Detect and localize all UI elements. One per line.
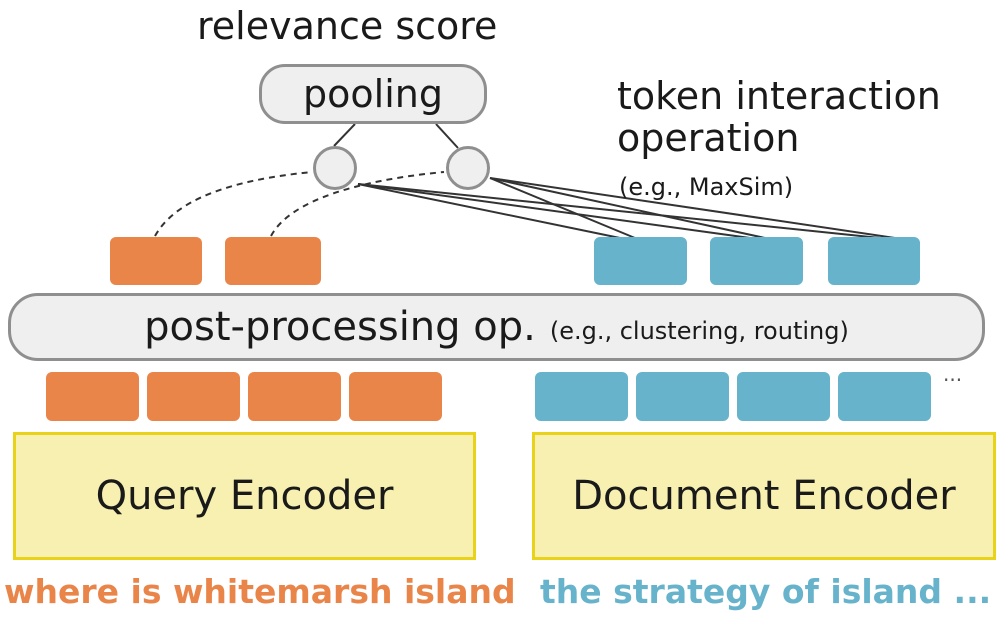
document-token — [838, 372, 931, 421]
query-link-1 — [154, 171, 313, 237]
document-output-token — [594, 237, 687, 285]
interaction-title-line2: operation — [617, 116, 800, 160]
document-output-token — [828, 237, 920, 285]
document-token — [737, 372, 830, 421]
pooling-label: pooling — [303, 72, 443, 116]
interaction-node-left — [313, 146, 357, 190]
query-token — [147, 372, 240, 421]
doc-link-r1 — [489, 177, 636, 239]
post-processing-node: post-processing op. (e.g., clustering, r… — [8, 293, 985, 361]
query-encoder-label: Query Encoder — [95, 473, 394, 519]
interaction-title-line1: token interaction — [617, 74, 941, 118]
interaction-node-right — [446, 146, 490, 190]
doc-link-l1 — [357, 183, 621, 239]
document-text: the strategy of island ... — [540, 572, 992, 611]
doc-link-r2 — [489, 177, 766, 239]
pool-to-node-left — [333, 123, 356, 147]
document-token — [535, 372, 628, 421]
query-output-token — [225, 237, 321, 285]
doc-link-l3 — [357, 183, 881, 239]
query-token — [248, 372, 341, 421]
pool-to-node-right — [435, 123, 459, 149]
query-encoder: Query Encoder — [13, 432, 476, 560]
relevance-score-label: relevance score — [197, 4, 498, 48]
query-text: where is whitemarsh island — [4, 572, 516, 611]
query-link-2 — [270, 171, 445, 237]
query-token — [46, 372, 139, 421]
query-token — [349, 372, 442, 421]
document-token — [636, 372, 729, 421]
interaction-example: (e.g., MaxSim) — [619, 173, 794, 201]
document-encoder-label: Document Encoder — [572, 473, 956, 519]
doc-link-r3 — [489, 177, 896, 239]
post-processing-label: post-processing op. — [144, 304, 536, 350]
ellipsis-marker: ... — [943, 362, 963, 386]
pooling-node: pooling — [259, 64, 487, 124]
query-output-token — [110, 237, 202, 285]
document-output-token — [710, 237, 803, 285]
post-processing-example: (e.g., clustering, routing) — [549, 317, 849, 345]
document-encoder: Document Encoder — [532, 432, 996, 560]
doc-link-l2 — [357, 183, 751, 239]
